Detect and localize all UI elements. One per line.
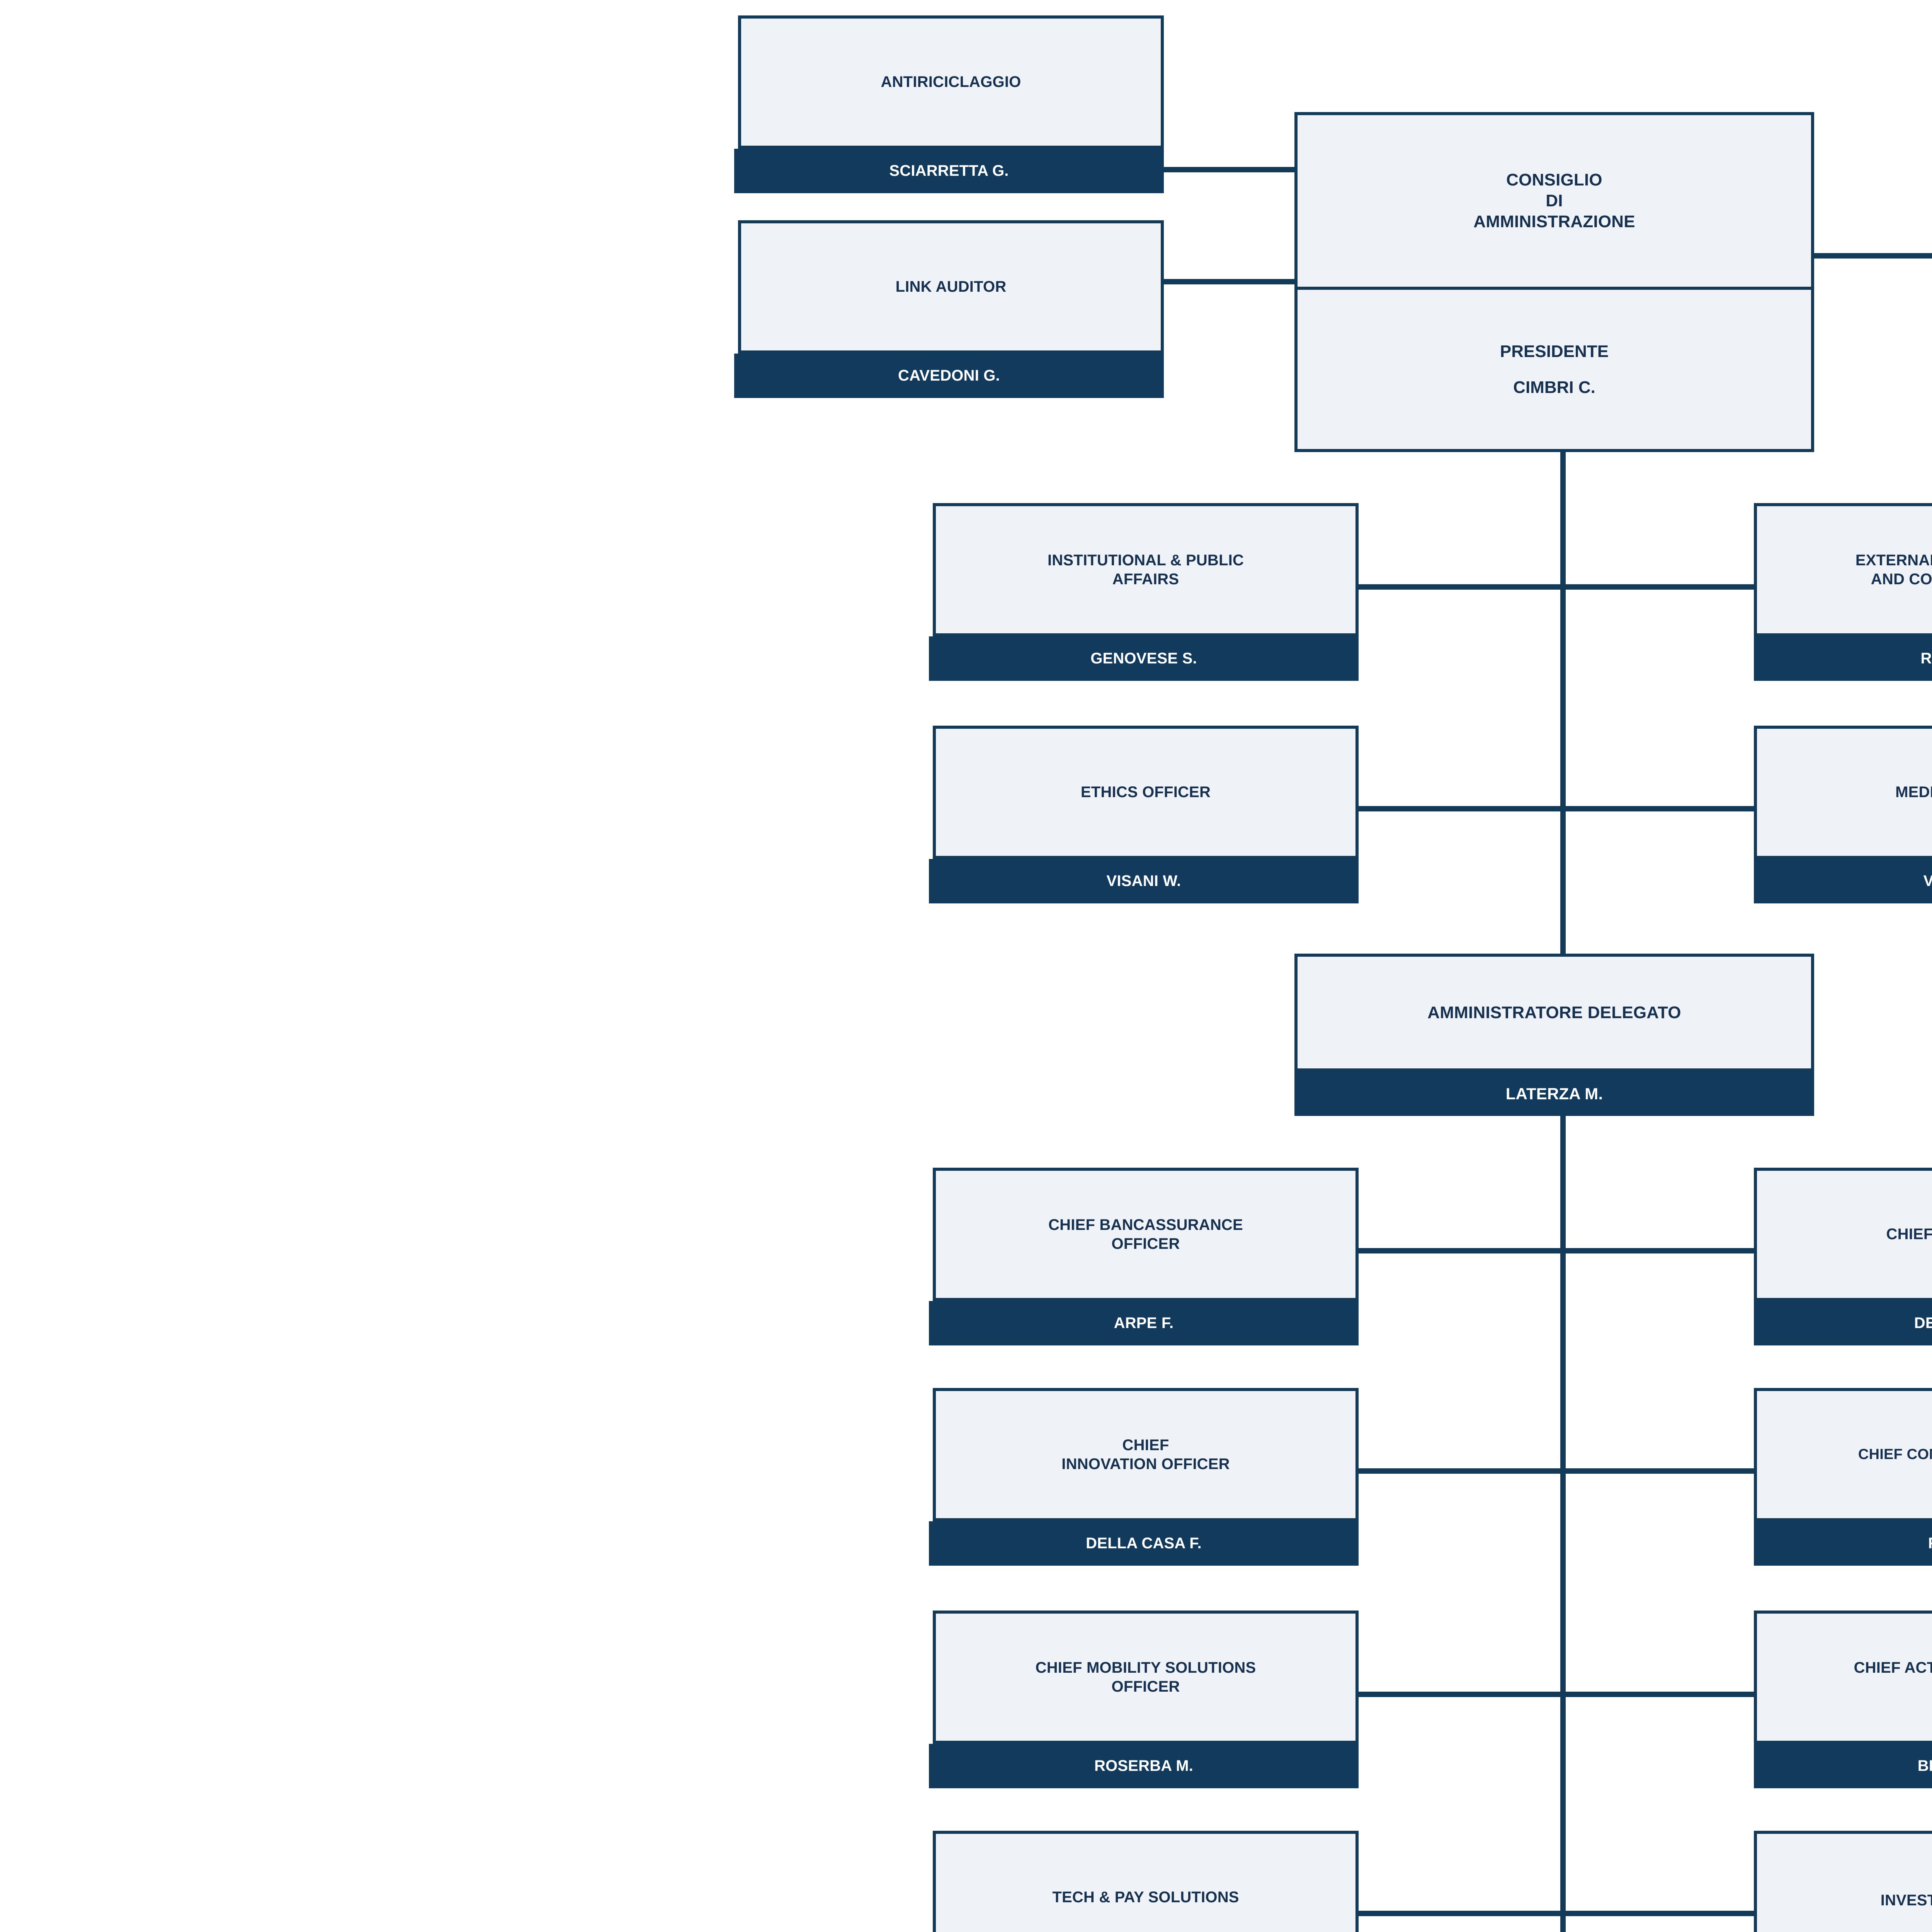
connector-row-techpay <box>1359 1911 1754 1916</box>
node-actuarial-role: CHIEF ACTUARIAL FUNCTION OFFICER <box>1754 1611 1932 1744</box>
node-chief-risk-officer[interactable]: CHIEF RISK OFFICER DE MARCHI G. <box>1754 1168 1932 1345</box>
node-investor-role: INVESTOR RELATIONS <box>1754 1831 1932 1932</box>
connector-board-to-chiefaudit <box>1807 253 1932 259</box>
node-media-relations-role: MEDIA RELATIONS <box>1754 726 1932 859</box>
node-consiglio-presidente-role: PRESIDENTE <box>1500 342 1609 361</box>
node-innovation-person: DELLA CASA F. <box>929 1521 1359 1566</box>
node-tech-pay-solutions[interactable]: TECH & PAY SOLUTIONS MALDARI F. <box>929 1831 1359 1932</box>
connector-linkauditor-to-board <box>1164 279 1297 284</box>
connector-row-mobility <box>1359 1692 1754 1697</box>
node-link-auditor-role: LINK AUDITOR <box>738 220 1164 354</box>
connector-row-institutional <box>1359 584 1754 590</box>
node-consiglio-presidente: PRESIDENTE CIMBRI C. <box>1294 290 1814 452</box>
connector-row-innovation <box>1359 1468 1754 1474</box>
node-risk-person: DE MARCHI G. <box>1754 1301 1932 1345</box>
node-link-auditor-person: CAVEDONI G. <box>734 354 1164 398</box>
node-mobility-person: ROSERBA M. <box>929 1744 1359 1788</box>
node-media-relations[interactable]: MEDIA RELATIONS VACARINI F. <box>1754 726 1932 903</box>
node-external-communication-role: EXTERNAL COMMUNICATION AND CORPORATE IMA… <box>1754 503 1932 636</box>
node-actuarial-person: BRUNIALTI A. <box>1754 1744 1932 1788</box>
node-media-relations-person: VACARINI F. <box>1754 859 1932 903</box>
node-techpay-role: TECH & PAY SOLUTIONS <box>933 1831 1359 1932</box>
node-ethics-officer-person: VISANI W. <box>929 859 1359 903</box>
node-consiglio-presidente-person: CIMBRI C. <box>1513 378 1595 397</box>
node-chief-compliance-officer[interactable]: CHIEF COMPLIANCE OFFICER RANIERI P. <box>1754 1388 1932 1566</box>
node-antiriciclaggio[interactable]: ANTIRICICLAGGIO SCIARRETTA G. <box>734 15 1164 193</box>
node-chief-mobility-solutions-officer[interactable]: CHIEF MOBILITY SOLUTIONS OFFICER ROSERBA… <box>929 1611 1359 1788</box>
node-bancassurance-role: CHIEF BANCASSURANCE OFFICER <box>933 1168 1359 1301</box>
node-compliance-role: CHIEF COMPLIANCE OFFICER <box>1754 1388 1932 1521</box>
connector-antiriciclaggio-to-board <box>1164 167 1297 172</box>
node-external-communication-person: RESTELLI G. <box>1754 636 1932 681</box>
node-investor-relations[interactable]: INVESTOR RELATIONS ZOIA A. <box>1754 1831 1932 1932</box>
node-bancassurance-person: ARPE F. <box>929 1301 1359 1345</box>
node-mobility-role: CHIEF MOBILITY SOLUTIONS OFFICER <box>933 1611 1359 1744</box>
node-compliance-person: RANIERI P. <box>1754 1521 1932 1566</box>
connector-board-trunk <box>1560 448 1566 958</box>
node-ethics-officer[interactable]: ETHICS OFFICER VISANI W. <box>929 726 1359 903</box>
connector-ceo-trunk <box>1560 1115 1566 1932</box>
node-institutional-person: GENOVESE S. <box>929 636 1359 681</box>
connector-row-ethics <box>1359 806 1754 811</box>
node-risk-role: CHIEF RISK OFFICER <box>1754 1168 1932 1301</box>
node-amministratore-delegato-person: LATERZA M. <box>1294 1071 1814 1116</box>
node-amministratore-delegato[interactable]: AMMINISTRATORE DELEGATO LATERZA M. <box>1294 954 1814 1116</box>
node-innovation-role: CHIEF INNOVATION OFFICER <box>933 1388 1359 1521</box>
node-chief-bancassurance-officer[interactable]: CHIEF BANCASSURANCE OFFICER ARPE F. <box>929 1168 1359 1345</box>
connector-row-bancassurance <box>1359 1248 1754 1253</box>
node-antiriciclaggio-role: ANTIRICICLAGGIO <box>738 15 1164 149</box>
node-institutional-public-affairs[interactable]: INSTITUTIONAL & PUBLIC AFFAIRS GENOVESE … <box>929 503 1359 681</box>
node-consiglio-role: CONSIGLIO DI AMMINISTRAZIONE <box>1294 112 1814 290</box>
node-link-auditor[interactable]: LINK AUDITOR CAVEDONI G. <box>734 220 1164 398</box>
node-consiglio-amministrazione[interactable]: CONSIGLIO DI AMMINISTRAZIONE PRESIDENTE … <box>1294 112 1814 452</box>
node-external-communication[interactable]: EXTERNAL COMMUNICATION AND CORPORATE IMA… <box>1754 503 1932 681</box>
node-chief-innovation-officer[interactable]: CHIEF INNOVATION OFFICER DELLA CASA F. <box>929 1388 1359 1566</box>
node-ethics-officer-role: ETHICS OFFICER <box>933 726 1359 859</box>
node-institutional-role: INSTITUTIONAL & PUBLIC AFFAIRS <box>933 503 1359 636</box>
node-amministratore-delegato-role: AMMINISTRATORE DELEGATO <box>1294 954 1814 1071</box>
node-chief-actuarial-function-officer[interactable]: CHIEF ACTUARIAL FUNCTION OFFICER BRUNIAL… <box>1754 1611 1932 1788</box>
node-antiriciclaggio-person: SCIARRETTA G. <box>734 149 1164 193</box>
